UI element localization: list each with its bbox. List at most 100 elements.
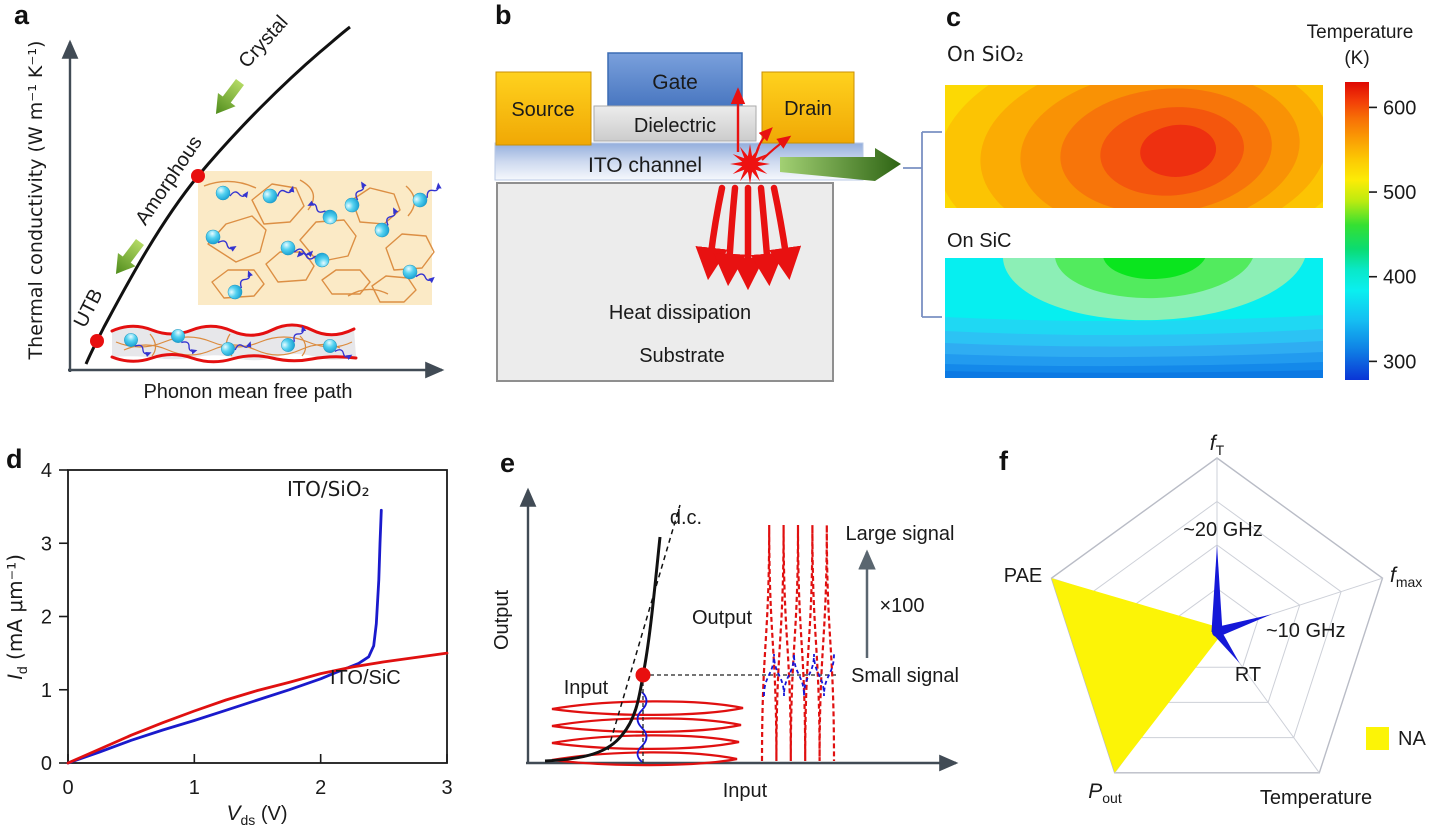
d-plot-frame (67, 469, 448, 764)
d-xlabel-symbol: V (226, 802, 242, 825)
e-x-axis-label: Input (723, 780, 768, 802)
colorbar-unit: (K) (1344, 48, 1369, 69)
substrate-label: Substrate (639, 345, 725, 367)
panel-label-b: b (495, 0, 512, 30)
colorbar-tick-label: 500 (1383, 182, 1416, 204)
fmax-symbol: f (1390, 564, 1398, 587)
panel-label-c: c (946, 2, 962, 32)
dc-transfer-curve (544, 536, 662, 763)
starburst-icon (730, 144, 770, 184)
drain-region (761, 71, 855, 144)
e-y-axis-label: Output (491, 590, 513, 650)
panel-label-a: a (14, 0, 30, 30)
dielectric-label: Dielectric (634, 115, 716, 137)
d-x-tick-label: 1 (189, 777, 200, 799)
panel-d-iv-plot: 0 1 2 3 0 1 2 3 4 ITO/SiO₂ ITO/SiC Id (mA μm⁻¹)… (3, 460, 453, 825)
radar-ring (1175, 587, 1259, 668)
d-y-tick-label: 1 (41, 680, 52, 702)
map-sic-label: On SiC (947, 230, 1011, 252)
d-x-tick-label: 2 (315, 777, 326, 799)
radar-na-area (1051, 578, 1222, 773)
current-arrow-icon (780, 148, 901, 181)
dielectric-region (593, 105, 757, 142)
panel-f-radar-chart: fT fmax Temperature Pout PAE ~20 GHz ~10… (1004, 432, 1427, 809)
radar-ann-20ghz: ~20 GHz (1183, 519, 1262, 541)
radar-blue-spike (1211, 545, 1223, 632)
d-ylabel-units: (mA μm⁻¹) (3, 554, 27, 666)
radar-blue-center (1212, 627, 1222, 637)
d-curve-ito-sic (66, 651, 449, 765)
output-label: Output (692, 607, 752, 629)
d-legend-sic: ITO/SiC (330, 667, 401, 689)
dc-label: d.c. (670, 507, 702, 529)
bias-point-marker (635, 667, 651, 683)
radar-ring (1050, 457, 1384, 774)
heatmap-sio2 (945, 85, 1323, 208)
radar-ann-rt: RT (1235, 664, 1261, 686)
ft-symbol: f (1210, 432, 1218, 455)
d-ylabel-subscript: d (14, 666, 30, 674)
d-y-tick-label: 4 (41, 460, 52, 482)
gain-label: ×100 (879, 595, 924, 617)
colorbar-tick-label: 300 (1383, 351, 1416, 373)
a-y-axis-label: Thermal conductivity (W m⁻¹ K⁻¹) (25, 41, 47, 361)
d-legend-sio2: ITO/SiO₂ (287, 477, 370, 501)
d-x-tick-label: 3 (441, 777, 452, 799)
panel-e-amplification: Output Input d.c. Input Output Large sig… (491, 487, 959, 802)
source-region (495, 71, 592, 146)
gate-label: Gate (652, 71, 698, 94)
utb-ribbon-inset (110, 323, 358, 364)
pout-symbol: P (1088, 780, 1102, 803)
d-xlabel-units: (V) (255, 803, 287, 825)
fmax-subscript: max (1396, 574, 1422, 590)
dc-tangent-line (607, 504, 681, 751)
d-series-curves (66, 508, 449, 765)
colorbar-ticks: 600 500 400 300 (1369, 97, 1416, 373)
panel-label-e: e (500, 448, 516, 478)
radar-axis-temperature: Temperature (1260, 787, 1372, 809)
radar-axis-fmax: fmax (1390, 564, 1422, 590)
radar-ring (1092, 500, 1342, 739)
d-ylabel-symbol: I (4, 674, 27, 680)
legend-na-swatch (1366, 727, 1389, 750)
legend-na-label: NA (1398, 728, 1426, 750)
radar-ann-10ghz: ~10 GHz (1266, 620, 1345, 642)
large-signal-label: Large signal (846, 523, 955, 545)
source-label: Source (511, 99, 574, 121)
bracket-connector (903, 131, 942, 318)
radar-blue-spike (1213, 629, 1240, 663)
heat-curl-arrow-icon (761, 135, 792, 161)
utb-label: UTB (70, 285, 108, 331)
colorbar (1345, 82, 1369, 380)
d-curve-ito-sio2 (66, 508, 383, 765)
colorbar-title: Temperature (1307, 22, 1414, 43)
d-y-axis-label: Id (mA μm⁻¹) (3, 554, 30, 680)
radar-axis-ft: fT (1210, 432, 1225, 458)
colorbar-tick-label: 600 (1383, 97, 1416, 119)
panel-a-figure: Crystal Amorphous UTB Thermal conductivi… (25, 12, 445, 403)
drain-label: Drain (784, 98, 832, 120)
amorphous-point-marker (191, 169, 205, 183)
gate-region (607, 52, 743, 108)
heat-dissipation-label: Heat dissipation (609, 302, 751, 324)
d-x-axis-ticks: 0 1 2 3 (62, 754, 453, 799)
radar-ring (1133, 544, 1301, 703)
panel-label-d: d (6, 444, 23, 474)
panel-label-f: f (999, 446, 1008, 476)
radar-axis-pout: Pout (1088, 780, 1122, 806)
arrow-down-curve-icon (115, 238, 144, 274)
arrow-down-curve-icon (215, 78, 244, 114)
map-sio2-label: On SiO₂ (947, 42, 1024, 66)
radar-series (1051, 545, 1272, 773)
d-x-axis-label: Vds (V) (226, 802, 287, 825)
d-xlabel-subscript: ds (241, 812, 256, 825)
d-y-tick-label: 2 (41, 607, 52, 629)
radar-axis-pae: PAE (1004, 565, 1043, 587)
d-y-tick-label: 3 (41, 533, 52, 555)
pout-subscript: out (1102, 790, 1122, 806)
colorbar-tick-label: 400 (1383, 267, 1416, 289)
bias-guide-lines (642, 674, 836, 763)
d-x-tick-label: 0 (62, 777, 73, 799)
